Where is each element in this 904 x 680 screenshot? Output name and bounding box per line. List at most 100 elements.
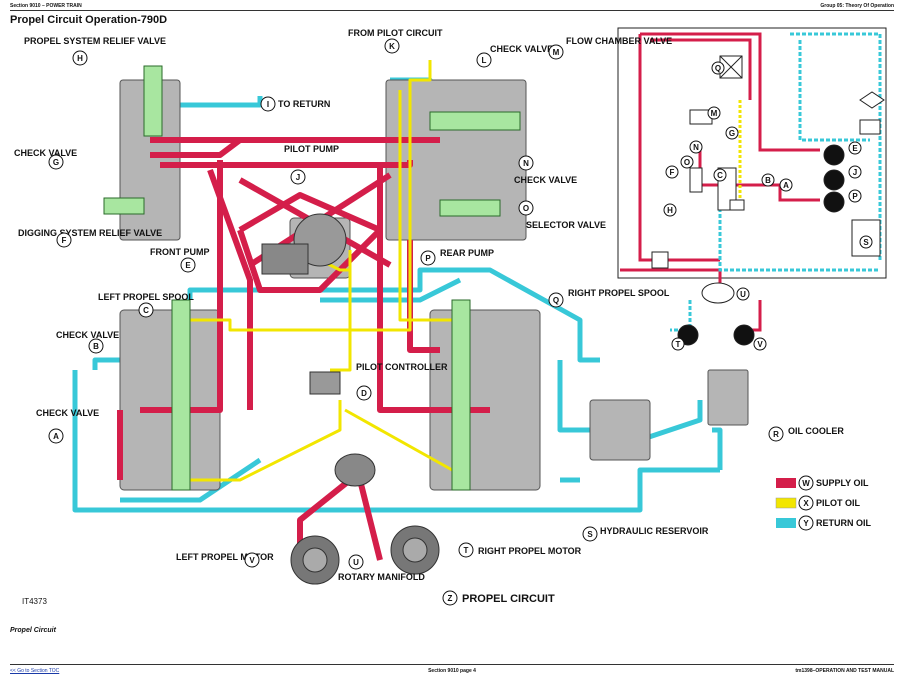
- svg-text:H: H: [77, 54, 83, 63]
- svg-text:CHECK VALVE: CHECK VALVE: [514, 175, 577, 185]
- left-propel-valve-body: [119, 309, 221, 491]
- legend-swatch-pilot: [775, 497, 797, 509]
- digging-relief-valve-spool: [103, 197, 145, 215]
- svg-text:V: V: [757, 340, 763, 349]
- legend-label-return: RETURN OIL: [816, 518, 872, 528]
- svg-text:PROPEL SYSTEM RELIEF VALVE: PROPEL SYSTEM RELIEF VALVE: [24, 36, 166, 46]
- svg-text:E: E: [185, 261, 191, 270]
- svg-text:TO RETURN: TO RETURN: [278, 99, 330, 109]
- legend: W SUPPLY OIL X PILOT OIL Y RETURN OIL: [775, 475, 872, 531]
- svg-text:P: P: [852, 192, 858, 201]
- header-left: Section 9010 – POWER TRAIN: [10, 3, 82, 9]
- callouts: PROPEL SYSTEM RELIEF VALVE H I TO RETURN…: [14, 28, 844, 606]
- svg-text:W: W: [802, 479, 810, 488]
- svg-text:M: M: [553, 48, 560, 57]
- left-propel-spool: [171, 299, 191, 491]
- svg-text:REAR PUMP: REAR PUMP: [440, 248, 494, 258]
- svg-text:N: N: [523, 159, 529, 168]
- pilot-oil-lines: [180, 60, 471, 482]
- return-oil-lines: [72, 77, 723, 513]
- figure-id: IT4373: [22, 597, 47, 606]
- svg-text:N: N: [693, 143, 699, 152]
- svg-text:ROTARY MANIFOLD: ROTARY MANIFOLD: [338, 572, 425, 582]
- svg-text:S: S: [863, 238, 869, 247]
- footer-page: Section 9010 page 4: [428, 668, 476, 674]
- svg-text:U: U: [353, 558, 359, 567]
- svg-text:F: F: [670, 168, 675, 177]
- selector-spool: [439, 199, 501, 217]
- svg-text:SELECTOR VALVE: SELECTOR VALVE: [526, 220, 606, 230]
- svg-text:Y: Y: [803, 519, 809, 528]
- flow-chamber-spool: [429, 111, 521, 131]
- svg-text:Q: Q: [553, 296, 559, 305]
- svg-text:A: A: [53, 432, 59, 441]
- svg-text:D: D: [361, 389, 367, 398]
- svg-text:PROPEL CIRCUIT: PROPEL CIRCUIT: [462, 593, 555, 605]
- svg-text:A: A: [783, 181, 789, 190]
- pilot-controller: [309, 371, 341, 395]
- svg-text:FROM PILOT CIRCUIT: FROM PILOT CIRCUIT: [348, 28, 443, 38]
- svg-text:U: U: [740, 290, 746, 299]
- svg-text:F: F: [62, 236, 67, 245]
- footer-manual: tm1398–OPERATION AND TEST MANUAL: [795, 668, 894, 674]
- oil-cooler: [707, 369, 749, 426]
- svg-text:Z: Z: [448, 594, 453, 603]
- legend-swatch-return: [776, 518, 796, 528]
- svg-text:H: H: [667, 206, 673, 215]
- svg-text:LEFT PROPEL SPOOL: LEFT PROPEL SPOOL: [98, 292, 194, 302]
- svg-text:FRONT PUMP: FRONT PUMP: [150, 247, 210, 257]
- svg-text:CHECK VALVE: CHECK VALVE: [56, 330, 119, 340]
- schematic-callouts: Q M G N O F C B A H E J P S U T V: [663, 61, 873, 351]
- svg-text:C: C: [143, 306, 149, 315]
- svg-text:RIGHT PROPEL MOTOR: RIGHT PROPEL MOTOR: [478, 546, 582, 556]
- front-rear-pump: [261, 243, 309, 275]
- svg-text:LEFT PROPEL MOTOR: LEFT PROPEL MOTOR: [176, 552, 274, 562]
- svg-text:J: J: [296, 173, 300, 182]
- svg-text:E: E: [852, 144, 858, 153]
- spools: [103, 65, 521, 491]
- svg-text:G: G: [53, 158, 59, 167]
- svg-text:J: J: [853, 168, 857, 177]
- svg-text:DIGGING SYSTEM RELIEF VALVE: DIGGING SYSTEM RELIEF VALVE: [18, 228, 162, 238]
- hydraulic-reservoir: [589, 399, 651, 461]
- svg-text:CHECK VALVE: CHECK VALVE: [490, 44, 553, 54]
- svg-text:Q: Q: [715, 64, 721, 73]
- svg-text:T: T: [464, 546, 469, 555]
- svg-text:PILOT PUMP: PILOT PUMP: [284, 144, 339, 154]
- svg-text:I: I: [267, 100, 269, 109]
- figure-caption: Propel Circuit: [10, 627, 56, 634]
- svg-text:T: T: [676, 340, 681, 349]
- svg-text:V: V: [249, 556, 255, 565]
- svg-text:G: G: [729, 129, 735, 138]
- schematic-components: [651, 55, 885, 346]
- svg-text:CHECK VALVE: CHECK VALVE: [36, 408, 99, 418]
- legend-label-supply: SUPPLY OIL: [816, 478, 869, 488]
- go-to-section-toc-link[interactable]: << Go to Section TOC: [10, 668, 60, 674]
- svg-text:FLOW CHAMBER VALVE: FLOW CHAMBER VALVE: [566, 36, 672, 46]
- svg-text:RIGHT PROPEL SPOOL: RIGHT PROPEL SPOOL: [568, 288, 670, 298]
- legend-label-pilot: PILOT OIL: [816, 498, 861, 508]
- svg-text:P: P: [425, 254, 431, 263]
- svg-text:L: L: [482, 56, 487, 65]
- svg-text:M: M: [711, 109, 718, 118]
- svg-text:O: O: [523, 204, 529, 213]
- svg-text:HYDRAULIC RESERVOIR: HYDRAULIC RESERVOIR: [600, 526, 709, 536]
- svg-text:O: O: [684, 158, 690, 167]
- svg-text:R: R: [773, 430, 779, 439]
- svg-text:X: X: [803, 499, 809, 508]
- schematic-lines: [620, 32, 882, 332]
- header-rule: [10, 10, 894, 11]
- page-title: Propel Circuit Operation-790D: [10, 14, 168, 26]
- right-propel-spool: [451, 299, 471, 491]
- svg-text:PILOT CONTROLLER: PILOT CONTROLLER: [356, 362, 448, 372]
- propel-relief-valve-spool: [143, 65, 163, 137]
- legend-swatch-supply: [776, 478, 796, 488]
- schematic-frame: [617, 27, 887, 279]
- svg-text:S: S: [587, 530, 593, 539]
- rotary-manifold: [334, 453, 376, 487]
- svg-text:B: B: [93, 342, 99, 351]
- svg-text:C: C: [717, 171, 723, 180]
- header-right: Group 05: Theory Of Operation: [820, 3, 894, 9]
- right-propel-valve-body: [429, 309, 541, 491]
